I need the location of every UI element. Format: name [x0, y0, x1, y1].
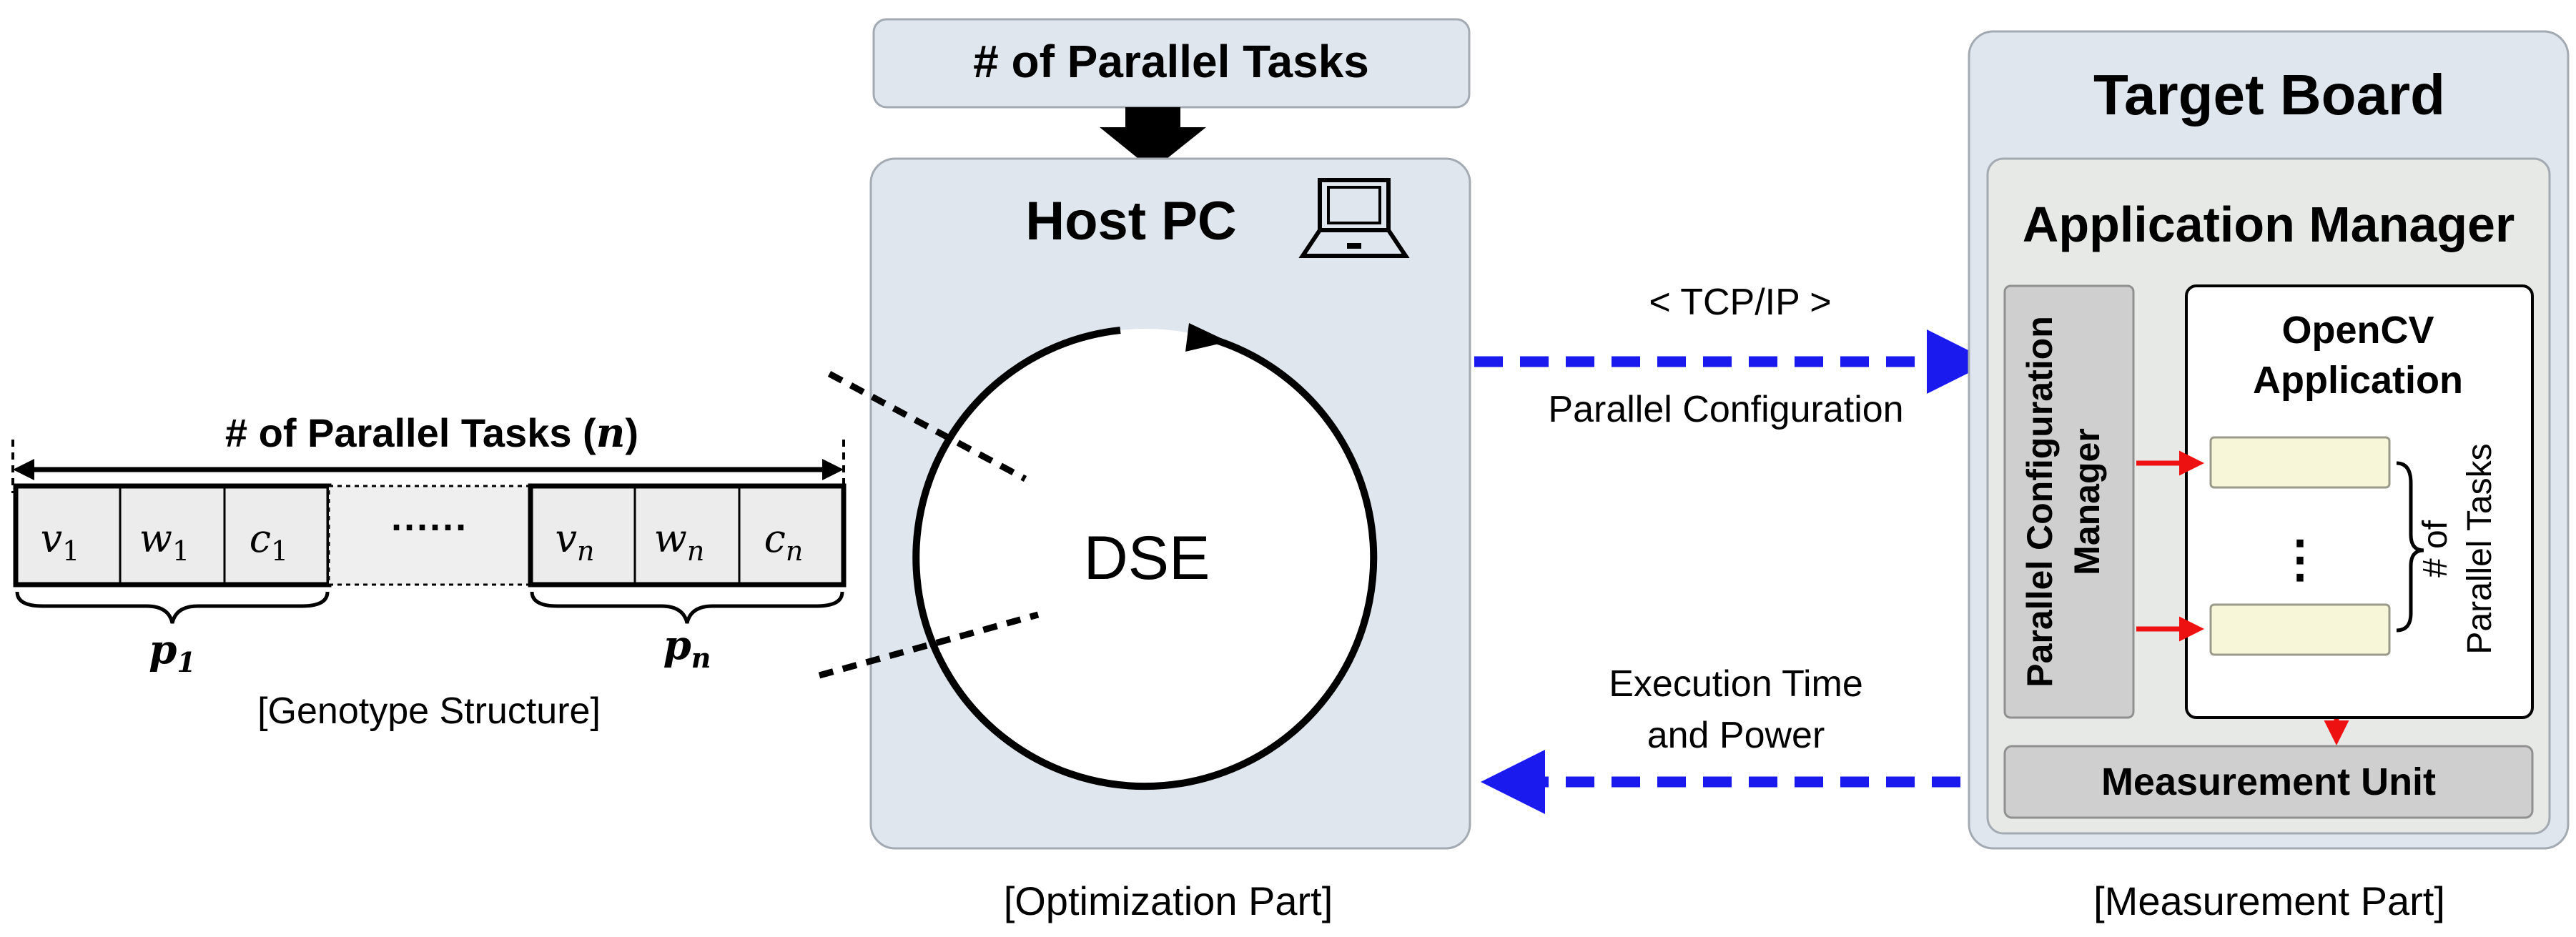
parallel-task-box-bottom — [2209, 603, 2391, 656]
parallel-tasks-brace — [2396, 461, 2424, 633]
laptop-icon — [1298, 178, 1410, 258]
parallel-tasks-input-box: # of Parallel Tasks — [872, 18, 1471, 109]
brace-label-pn: pn — [663, 622, 711, 674]
measurement-unit-label: Measurement Unit — [2101, 760, 2436, 803]
parallel-tasks-input-label: # of Parallel Tasks — [973, 36, 1369, 87]
gene-cell-v1: v1 — [41, 516, 80, 567]
genotype-group-1: v1 w1 c1 — [13, 483, 332, 588]
brace-p1 — [15, 591, 330, 624]
opencv-title-line1: OpenCV — [2281, 309, 2434, 352]
config-manager-label-line2: Manager — [2067, 428, 2107, 575]
target-board-panel: Target Board Application Manager Paralle… — [1968, 30, 2570, 850]
parallel-tasks-brace-label-line2: Parallel Tasks — [2461, 443, 2499, 654]
dse-circle — [917, 329, 1374, 786]
gene-cell-w1: w1 — [139, 516, 189, 567]
measurement-part-caption: [Measurement Part] — [2093, 878, 2445, 923]
dse-cycle-arrow — [912, 327, 1378, 790]
target-board-title: Target Board — [2093, 63, 2445, 127]
dse-label: DSE — [1084, 524, 1210, 593]
dse-cycle-arrowhead — [1185, 323, 1228, 352]
host-pc-panel: Host PC DSE — [869, 157, 1471, 850]
gene-cell-wn: wn — [654, 516, 705, 567]
parallel-configuration-manager — [2003, 284, 2135, 719]
parallel-task-box-top — [2209, 436, 2391, 489]
genotype-ellipsis: ······ — [391, 506, 468, 549]
genotype-group-n: vn wn cn — [528, 483, 847, 588]
gene-cell-cn: cn — [764, 516, 804, 567]
execution-time-label-line1: Execution Time — [1609, 663, 1863, 705]
genotype-title: # of Parallel Tasks (n) — [225, 410, 638, 457]
parallel-configuration-label: Parallel Configuration — [1548, 389, 1903, 430]
genotype-structure: # of Parallel Tasks (n) v1 w1 c1 ······ … — [11, 410, 847, 732]
gene-cell-vn: vn — [556, 516, 595, 567]
input-down-arrow — [1100, 107, 1206, 170]
parallel-task-dots: ⋮ — [2275, 531, 2325, 587]
application-manager-title: Application Manager — [2023, 197, 2515, 252]
brace-label-p1: p1 — [149, 626, 196, 678]
optimization-part-caption: [Optimization Part] — [1004, 878, 1333, 923]
brace-pn — [530, 591, 844, 624]
measurement-unit-box — [2003, 745, 2534, 819]
zoom-line-bottom — [818, 611, 1040, 679]
opencv-title-line2: Application — [2253, 359, 2463, 402]
zoom-line-top — [827, 371, 1027, 482]
host-pc-title: Host PC — [1025, 191, 1237, 252]
gene-cell-c1: c1 — [250, 516, 288, 567]
parallel-tasks-brace-label-line1: # of — [2417, 520, 2454, 577]
tcp-ip-label: < TCP/IP > — [1649, 282, 1831, 323]
execution-time-label-line2: and Power — [1647, 715, 1825, 756]
application-manager-panel: Application Manager Parallel Configurati… — [1986, 157, 2551, 835]
config-manager-label-line1: Parallel Configuration — [2020, 316, 2060, 688]
genotype-caption: [Genotype Structure] — [257, 690, 601, 732]
